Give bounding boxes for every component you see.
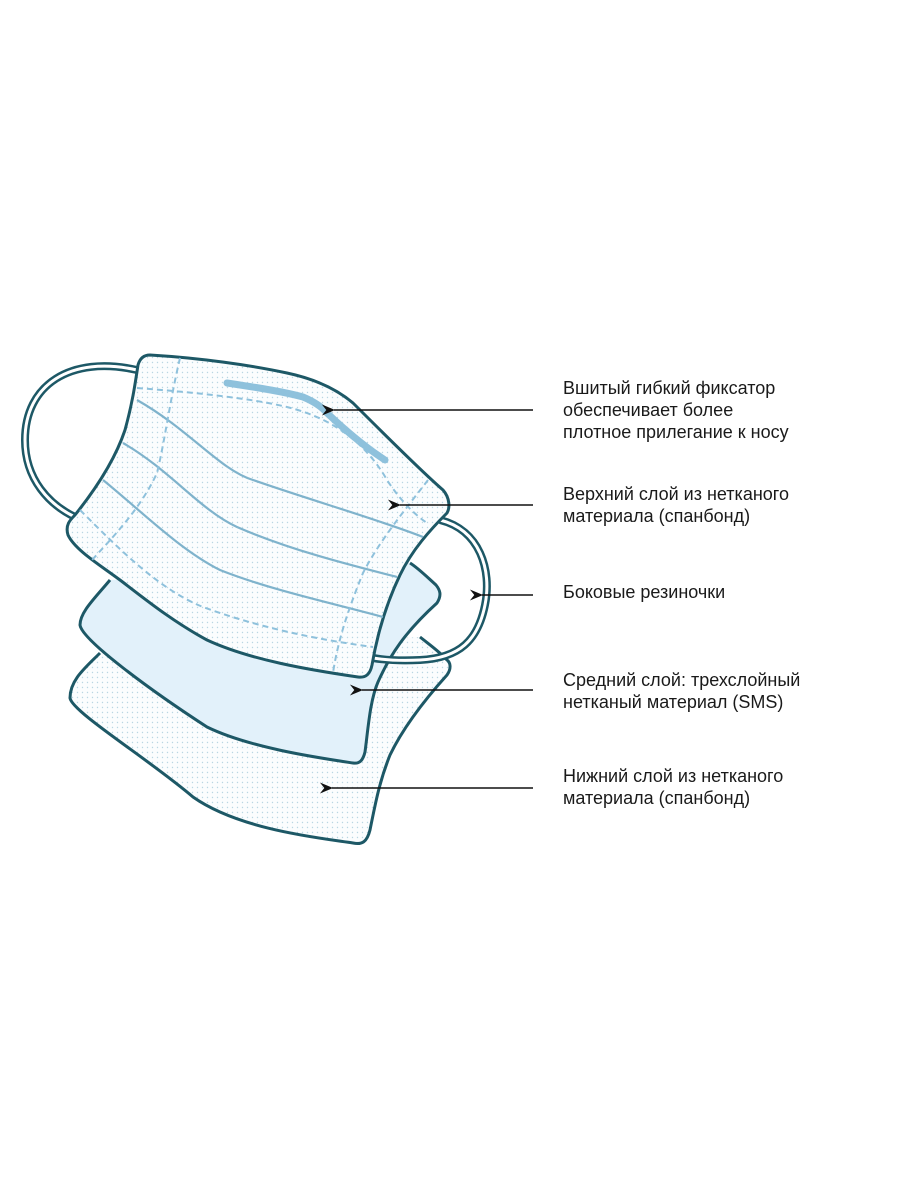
ear-loops <box>20 362 491 665</box>
nose-wire <box>223 379 389 464</box>
callout-arrows <box>319 404 533 794</box>
label-line: Боковые резиночки <box>563 582 726 602</box>
label-line: материала (спанбонд) <box>563 506 751 526</box>
label-line: Нижний слой из нетканого <box>563 766 784 786</box>
label-ear-loops: Боковые резиночки <box>563 581 725 603</box>
label-top-layer: Верхний слой из нетканого материала (спа… <box>563 483 789 527</box>
label-line: материала (спанбонд) <box>563 788 751 808</box>
label-line: Верхний слой из нетканого <box>563 484 789 504</box>
label-line: обеспечивает более <box>563 400 734 420</box>
label-line: Средний слой: трехслойный <box>563 670 801 690</box>
label-nose-wire: Вшитый гибкий фиксатор обеспечивает боле… <box>563 377 789 443</box>
stitching <box>79 357 429 674</box>
label-line: плотное прилегание к носу <box>563 422 789 442</box>
label-line: нетканый материал (SMS) <box>563 692 784 712</box>
label-line: Вшитый гибкий фиксатор <box>563 378 776 398</box>
label-middle-layer: Средний слой: трехслойный нетканый матер… <box>563 669 800 713</box>
label-bottom-layer: Нижний слой из нетканого материала (спан… <box>563 765 783 809</box>
pleats <box>102 399 424 619</box>
